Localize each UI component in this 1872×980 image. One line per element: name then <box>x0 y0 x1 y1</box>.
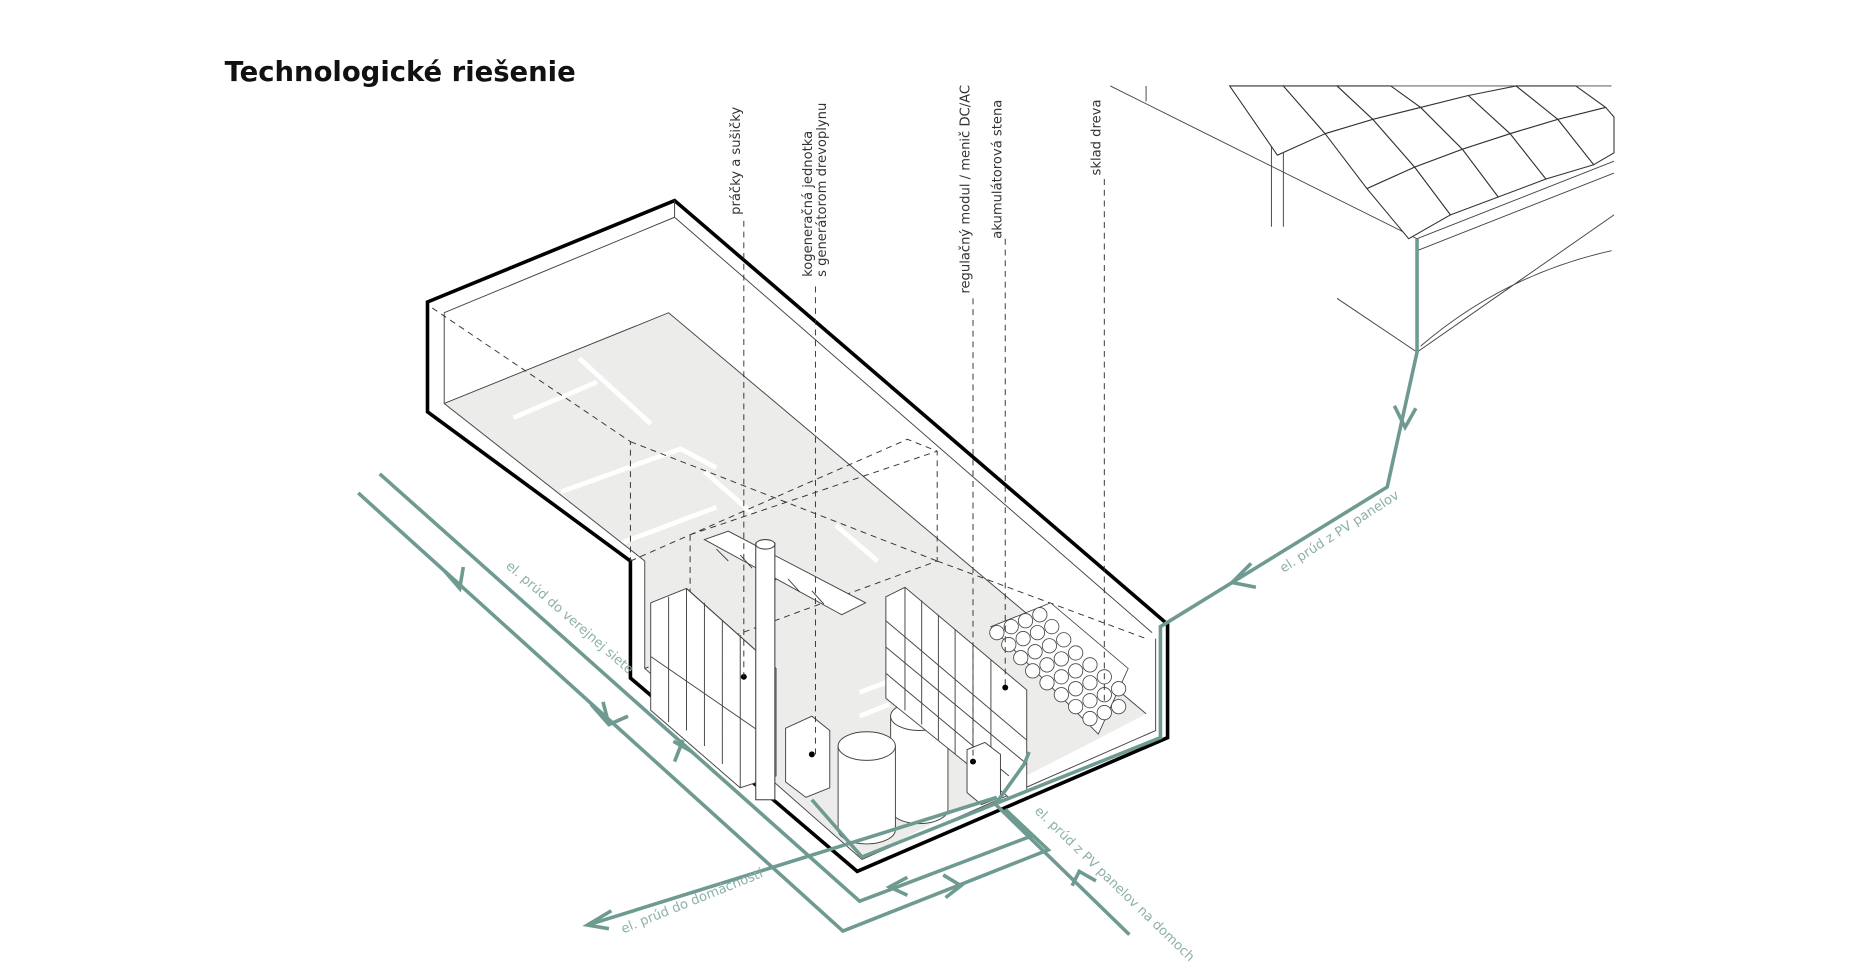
label-flow-pv-panels: el. prúd z PV panelov <box>1277 488 1402 576</box>
solar-roof <box>1110 85 1615 354</box>
regulator-module <box>966 741 1001 806</box>
chp-unit <box>785 715 831 798</box>
label-wood: sklad dreva <box>1090 100 1105 176</box>
tanks <box>837 701 949 845</box>
label-flow-households: el. prúd do domácností <box>619 866 765 937</box>
power-flows <box>357 238 1419 936</box>
label-battery: akumulátorová stena <box>991 100 1006 239</box>
label-chp-line1: kogeneračná jednotka <box>801 131 816 277</box>
label-regulator: regulačný modul / menič DC/AC <box>958 85 973 294</box>
label-washers: práčky a sušičky <box>729 107 744 215</box>
flow-pv-homes <box>992 800 1131 936</box>
label-flow-public-grid: el. prúd do verejnej siete <box>502 559 635 678</box>
flow-households <box>586 795 998 927</box>
flow-public-grid-b <box>357 491 1052 934</box>
solar-panels <box>1228 85 1615 240</box>
page-title: Technologické riešenie <box>225 57 576 88</box>
floor-markings <box>512 356 909 719</box>
label-chp-line2: s generátorom drevoplynu <box>815 103 830 277</box>
leader-lines <box>743 179 1105 762</box>
wood-storage <box>989 602 1129 735</box>
building-outline <box>425 198 1170 874</box>
hidden-lines <box>432 307 1147 669</box>
label-flow-pv-homes: el. prúd z PV panelov na domoch <box>1031 804 1197 965</box>
chimney <box>755 539 776 801</box>
flow-pv-panels <box>810 238 1419 860</box>
